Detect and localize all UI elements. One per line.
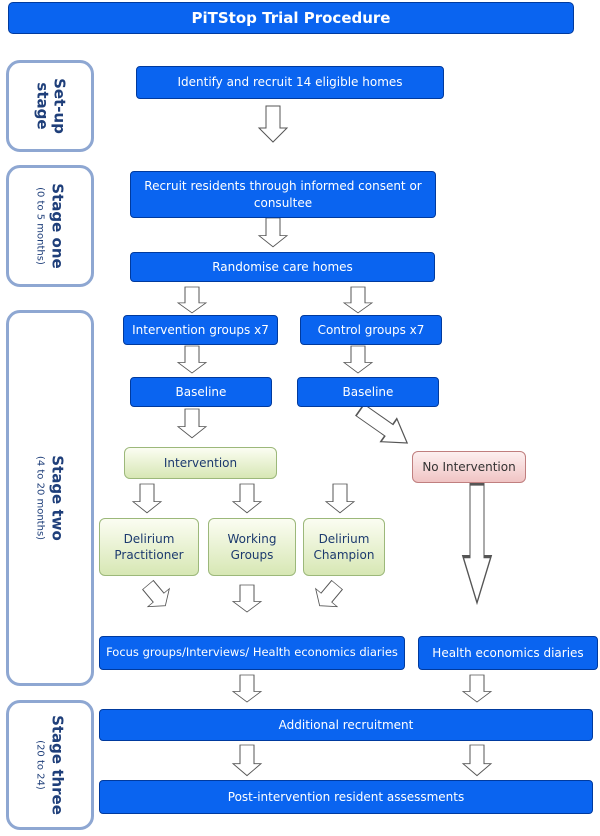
step-health-economics: Health economics diaries: [418, 636, 598, 670]
arrow-additional-to-post-right: [462, 744, 492, 777]
arrow-no-intervention-to-health-economics: [461, 482, 493, 605]
step-intervention-groups: Intervention groups x7: [123, 315, 278, 345]
step-additional-recruitment: Additional recruitment: [99, 709, 593, 741]
stage-two: Stage two (4 to 20 months): [6, 310, 94, 686]
step-recruit-residents: Recruit residents through informed conse…: [130, 171, 436, 218]
step-baseline-intervention: Baseline: [130, 377, 272, 407]
step-randomise-homes: Randomise care homes: [130, 252, 435, 282]
arrow-baseline-to-intervention: [177, 408, 207, 439]
arrow-randomise-to-control-groups: [343, 286, 373, 314]
arrow-identify-to-recruit: [258, 105, 288, 143]
step-intervention: Intervention: [124, 447, 277, 479]
stage-setup: Set-up stage: [6, 60, 94, 152]
step-baseline-control: Baseline: [297, 377, 439, 407]
stage-three: Stage three (20 to 24): [6, 700, 94, 830]
arrow-control-groups-to-baseline: [343, 345, 373, 374]
step-delirium-champion: Delirium Champion: [303, 518, 385, 576]
arrow-intervention-to-working-groups: [232, 483, 262, 514]
step-no-intervention: No Intervention: [412, 451, 526, 483]
step-focus-groups: Focus groups/Interviews/ Health economic…: [99, 636, 405, 670]
arrow-health-economics-to-additional: [462, 674, 492, 703]
arrow-practitioner-to-focus: [136, 575, 177, 616]
stage-one: Stage one (0 to 5 months): [6, 165, 94, 287]
arrow-working-groups-to-focus: [232, 584, 262, 613]
arrow-focus-to-additional: [232, 674, 262, 703]
step-control-groups: Control groups x7: [300, 315, 442, 345]
arrow-intervention-groups-to-baseline: [177, 345, 207, 374]
step-delirium-practitioner: Delirium Practitioner: [99, 518, 199, 576]
arrow-champion-to-focus: [308, 575, 349, 616]
arrow-additional-to-post-left: [232, 744, 262, 777]
arrow-recruit-to-randomise: [258, 217, 288, 248]
step-identify-homes: Identify and recruit 14 eligible homes: [136, 66, 444, 99]
arrow-intervention-to-practitioner: [132, 483, 162, 514]
diagram-title: PiTStop Trial Procedure: [8, 2, 574, 34]
arrow-randomise-to-intervention-groups: [177, 286, 207, 314]
step-working-groups: Working Groups: [208, 518, 296, 576]
arrow-intervention-to-champion: [325, 483, 355, 514]
step-post-assessments: Post-intervention resident assessments: [99, 780, 593, 814]
